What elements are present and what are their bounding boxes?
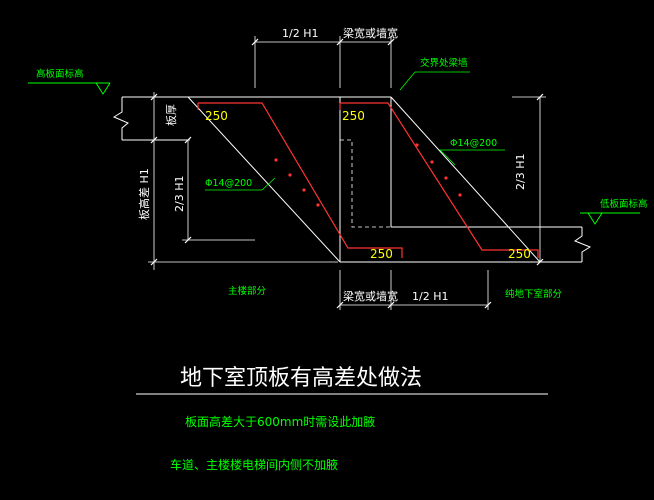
- left-haunch-top-edge: [187, 96, 341, 263]
- pure-basement-label: 纯地下室部分: [505, 288, 563, 300]
- slab-height-diff-label: 板高差 H1: [137, 168, 151, 220]
- dimension-lines: [148, 36, 546, 310]
- elevation-markers: [28, 82, 640, 225]
- dim-half-h1-bottom: 1/2 H1: [412, 290, 448, 303]
- high-slab-elev-label: 高板面标高: [36, 68, 84, 80]
- dim-beam-width-top: 梁宽或墙宽: [343, 26, 398, 40]
- rebar-left-label: Φ14@200: [205, 178, 252, 189]
- rebar-dots: [274, 143, 462, 207]
- low-slab-elev-label: 低板面标高: [600, 198, 648, 210]
- note-line-2: 车道、主楼楼电梯间内侧不加腋: [170, 457, 338, 472]
- rebar-right: [340, 102, 539, 258]
- rebar-lines: [197, 102, 539, 258]
- two-thirds-h1-right: 2/3 H1: [514, 154, 527, 190]
- anchor-bottom-right: 250: [508, 247, 531, 261]
- dim-beam-width-bottom: 梁宽或墙宽: [343, 289, 398, 303]
- dimension-ticks: [150, 38, 544, 309]
- right-haunch-edge: [390, 96, 541, 263]
- anchor-top-left: 250: [205, 109, 228, 123]
- note-line-1: 板面高差大于600mm时需设此加腋: [185, 414, 375, 429]
- slab-thickness-label: 板厚: [164, 104, 178, 126]
- break-mark-left: [112, 97, 129, 140]
- rebar-right-label: Φ14@200: [450, 138, 497, 149]
- rebar-left: [198, 102, 403, 258]
- anchor-bottom-mid: 250: [370, 247, 393, 261]
- two-thirds-h1-left: 2/3 H1: [173, 176, 186, 212]
- concrete-outline: [112, 96, 592, 263]
- break-mark-right: [573, 227, 592, 262]
- dim-half-h1-top: 1/2 H1: [282, 27, 318, 40]
- anchor-top-mid: 250: [342, 109, 365, 123]
- main-building-label: 主楼部分: [228, 285, 267, 297]
- hidden-beam-outline: [340, 139, 391, 228]
- junction-beam-wall-label: 交界处梁墙: [420, 57, 468, 69]
- detail-title: 地下室顶板有高差处做法: [180, 366, 422, 391]
- leader-lines: [205, 71, 505, 191]
